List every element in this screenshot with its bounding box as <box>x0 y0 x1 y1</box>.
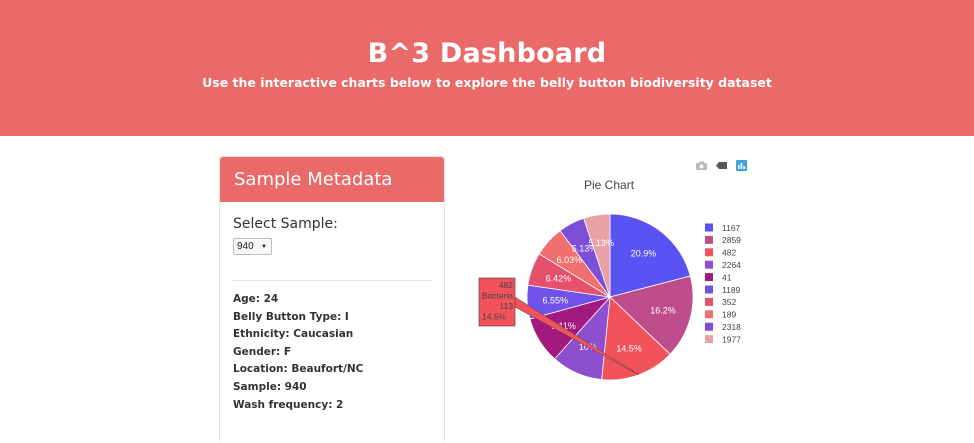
metadata-item: Sample: 940 <box>233 380 307 393</box>
legend-label[interactable]: 352 <box>722 297 736 307</box>
legend-swatch[interactable] <box>705 322 713 331</box>
divider <box>233 280 432 281</box>
pie-percent-label: 16.2% <box>650 306 676 316</box>
legend-swatch[interactable] <box>705 297 713 306</box>
select-sample-label: Select Sample: <box>233 216 338 232</box>
pie-percent-label: 20.9% <box>631 249 657 259</box>
pie-slice-2859[interactable] <box>609 275 694 355</box>
chart-title: Pie Chart <box>584 178 635 192</box>
pie-chart: 20.9%16.2%14.5%10%9.11%6.55%6.42%6.03%5.… <box>478 213 741 381</box>
legend-label[interactable]: 41 <box>722 272 732 282</box>
tag-icon[interactable] <box>716 161 727 170</box>
panel-body: Select Sample: 940 ▼ Age: 24 Belly Button… <box>220 202 444 426</box>
page-header: B^3 Dashboard Use the interactive charts… <box>0 0 974 136</box>
legend-label[interactable]: 1189 <box>722 285 741 295</box>
metadata-list: Age: 24 Belly Button Type: I Ethnicity: Ca… <box>233 291 431 414</box>
tooltip-id: 482 <box>499 280 513 290</box>
sample-select-value: 940 <box>237 241 254 252</box>
legend-swatch[interactable] <box>705 248 713 257</box>
tooltip-value: 113 <box>499 301 513 311</box>
pie-slice-1977[interactable] <box>583 213 611 298</box>
pie-percent-label: 6.42% <box>546 273 572 283</box>
legend-swatch[interactable] <box>705 260 713 269</box>
sample-metadata-panel: Sample Metadata Select Sample: 940 ▼ Age… <box>219 156 445 443</box>
metadata-item: Ethnicity: Caucasian <box>233 328 354 341</box>
tooltip-percent: 14.5% <box>482 312 507 322</box>
sample-select[interactable]: 940 ▼ <box>233 238 272 255</box>
pie-percent-label: 6.03% <box>557 255 583 265</box>
metadata-item: Belly Button Type: I <box>233 310 349 323</box>
hover-tooltip <box>478 277 516 327</box>
legend-swatch[interactable] <box>705 273 713 282</box>
legend-label[interactable]: 1977 <box>722 334 741 344</box>
pie-percent-label: 6.55% <box>543 295 569 305</box>
metadata-item: Age: 24 <box>233 293 279 305</box>
panel-title: Sample Metadata <box>220 157 444 202</box>
metadata-item: Location: Beaufort/NC <box>233 363 364 376</box>
pie-percent-label: 14.5% <box>616 343 642 353</box>
chart-modebar <box>696 160 747 171</box>
legend-swatch[interactable] <box>705 310 713 319</box>
legend-label[interactable]: 2859 <box>722 235 741 245</box>
page-title: B^3 Dashboard <box>367 38 607 69</box>
tooltip-name: Bacteria <box>482 291 513 301</box>
legend-swatch[interactable] <box>705 285 713 294</box>
pie-percent-label: 5.13% <box>588 238 614 248</box>
pie-slice-1167[interactable] <box>609 213 691 298</box>
chevron-down-icon: ▼ <box>261 243 267 250</box>
legend-label[interactable]: 2264 <box>722 260 741 270</box>
plotly-logo-icon[interactable] <box>736 160 747 171</box>
metadata-item: Gender: F <box>233 345 292 358</box>
legend-swatch[interactable] <box>705 223 713 232</box>
pie-percent-label: 9.11% <box>551 321 576 331</box>
legend-label[interactable]: 1167 <box>722 223 741 233</box>
legend-label[interactable]: 189 <box>722 310 736 320</box>
legend-swatch[interactable] <box>705 335 713 344</box>
legend-label[interactable]: 2318 <box>722 322 741 332</box>
legend-swatch[interactable] <box>705 235 713 244</box>
metadata-item: Wash frequency: 2 <box>233 398 344 411</box>
legend-label[interactable]: 482 <box>722 248 736 258</box>
page-subtitle: Use the interactive charts below to expl… <box>202 75 772 90</box>
pie-percent-label: 5.13% <box>572 244 598 254</box>
camera-icon[interactable] <box>696 161 707 170</box>
